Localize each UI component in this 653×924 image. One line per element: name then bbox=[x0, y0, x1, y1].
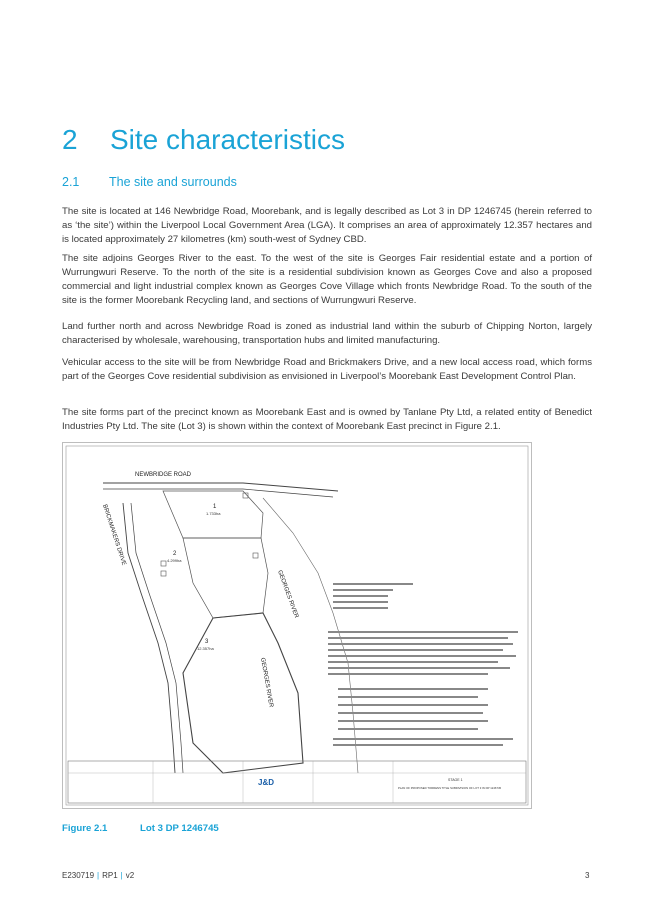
jd-logo: J&D bbox=[258, 778, 274, 787]
paragraph-5: The site forms part of the precinct know… bbox=[62, 407, 592, 432]
footer-rp: RP1 bbox=[102, 871, 118, 880]
lot-1-number: 1 bbox=[213, 504, 217, 510]
lot-3-area: 12.357ha bbox=[197, 646, 214, 651]
lot-2-number: 2 bbox=[173, 551, 177, 557]
lot-2-boundary bbox=[182, 537, 269, 619]
paragraph-3: Land further north and across Newbridge … bbox=[62, 321, 592, 346]
section-title: Site characteristics bbox=[110, 124, 345, 155]
footer-doc: E230719 bbox=[62, 871, 95, 880]
road-line bbox=[103, 482, 339, 492]
legend-block bbox=[333, 583, 413, 609]
subsection-number: 2.1 bbox=[62, 175, 80, 189]
newbridge-road-label: NEWBRIDGE ROAD bbox=[135, 472, 192, 478]
notes-block bbox=[328, 631, 518, 746]
lot-3-number: 3 bbox=[205, 639, 209, 645]
footer: E230719|RP1|v2 bbox=[62, 871, 135, 880]
paragraph-1: The site is located at 146 Newbridge Roa… bbox=[62, 206, 592, 245]
page-number: 3 bbox=[585, 871, 590, 880]
lot-1-boundary bbox=[162, 490, 264, 539]
site-plan-drawing: NEWBRIDGE ROAD BRICKMAKERS DRIVE GEORGES… bbox=[65, 445, 529, 806]
lot-1-area: 1.733ha bbox=[206, 511, 221, 516]
georges-river-label-1: GEORGES RIVER bbox=[276, 570, 299, 620]
caption-title: Lot 3 DP 1246745 bbox=[140, 823, 219, 834]
caption-number: Figure 2.1 bbox=[62, 823, 108, 834]
section-number: 2 bbox=[62, 124, 78, 155]
paragraph-2: The site adjoins Georges River to the ea… bbox=[62, 253, 592, 306]
title-block-text: PLAN OF PROPOSED TORRENS TITLE SUBDIVISI… bbox=[398, 786, 502, 790]
figure-site-plan: NEWBRIDGE ROAD BRICKMAKERS DRIVE GEORGES… bbox=[62, 442, 532, 809]
brickmakers-drive-label: BRICKMAKERS DRIVE bbox=[101, 504, 126, 566]
title-block bbox=[67, 760, 527, 804]
lot-3-boundary bbox=[182, 612, 304, 774]
lot-2-area: 4.299ha bbox=[167, 558, 182, 563]
stage-label: STAGE 1 bbox=[448, 778, 463, 782]
section-heading: 2 Site characteristics bbox=[62, 124, 345, 156]
paragraph-4: Vehicular access to the site will be fro… bbox=[62, 357, 592, 382]
footer-version: v2 bbox=[125, 871, 135, 880]
figure-caption: Figure 2.1 Lot 3 DP 1246745 bbox=[62, 823, 219, 834]
subsection-heading: 2.1 The site and surrounds bbox=[62, 175, 237, 189]
river-bank bbox=[262, 497, 359, 774]
street-line bbox=[122, 502, 176, 774]
georges-river-label-2: GEORGES RIVER bbox=[259, 657, 274, 708]
survey-markers bbox=[160, 492, 259, 577]
subsection-title: The site and surrounds bbox=[109, 175, 237, 189]
